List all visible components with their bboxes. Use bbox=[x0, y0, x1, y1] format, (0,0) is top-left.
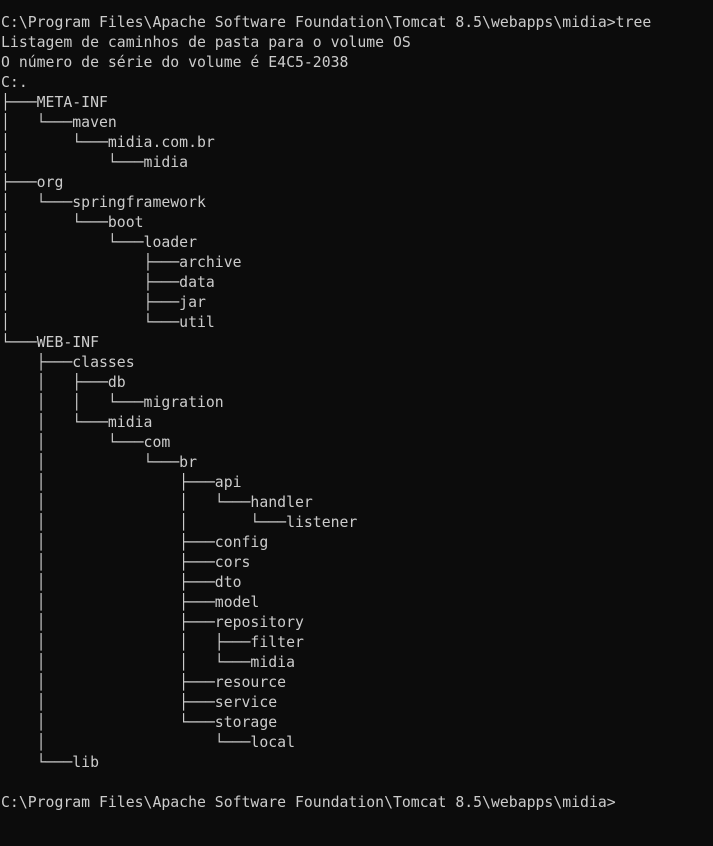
console-line bbox=[1, 773, 713, 793]
console-line: │ │ └───migration bbox=[1, 394, 224, 411]
console-line: │ ├───api bbox=[1, 474, 242, 491]
console-line: ├───META-INF bbox=[1, 94, 108, 111]
command-prompt: C:\Program Files\Apache Software Foundat… bbox=[1, 794, 616, 811]
console-line: │ │ └───listener bbox=[1, 514, 358, 531]
console-line: │ ├───data bbox=[1, 274, 215, 291]
console-line: └───WEB-INF bbox=[1, 334, 99, 351]
console-line: │ └───loader bbox=[1, 234, 197, 251]
console-line: └───lib bbox=[1, 754, 99, 771]
console-line: │ └───util bbox=[1, 314, 215, 331]
console-line: │ └───boot bbox=[1, 214, 144, 231]
console-line: │ ├───db bbox=[1, 374, 126, 391]
console-output[interactable]: C:\Program Files\Apache Software Foundat… bbox=[0, 0, 713, 813]
console-line: ├───classes bbox=[1, 354, 135, 371]
console-line: │ └───springframework bbox=[1, 194, 206, 211]
console-line: │ └───local bbox=[1, 734, 295, 751]
console-line: │ ├───jar bbox=[1, 294, 206, 311]
console-line: │ │ ├───filter bbox=[1, 634, 304, 651]
console-line: │ ├───dto bbox=[1, 574, 242, 591]
console-line: C:. bbox=[1, 74, 28, 91]
console-line: │ │ └───midia bbox=[1, 654, 295, 671]
console-line: │ ├───config bbox=[1, 534, 269, 551]
console-line: │ │ └───handler bbox=[1, 494, 313, 511]
console-line: │ └───midia bbox=[1, 154, 189, 171]
console-line: │ ├───resource bbox=[1, 674, 287, 691]
console-line: │ └───midia bbox=[1, 414, 153, 431]
console-line: │ ├───model bbox=[1, 594, 260, 611]
console-line: Listagem de caminhos de pasta para o vol… bbox=[1, 34, 411, 51]
console-line: │ └───storage bbox=[1, 714, 278, 731]
console-line: │ ├───archive bbox=[1, 254, 242, 271]
console-line: O número de série do volume é E4C5-2038 bbox=[1, 54, 349, 71]
console-line: │ └───com bbox=[1, 434, 171, 451]
console-line: │ └───midia.com.br bbox=[1, 134, 215, 151]
console-line: C:\Program Files\Apache Software Foundat… bbox=[1, 14, 652, 31]
console-line: │ ├───repository bbox=[1, 614, 304, 631]
console-line: ├───org bbox=[1, 174, 64, 191]
console-line: │ └───maven bbox=[1, 114, 117, 131]
console-line: │ └───br bbox=[1, 454, 197, 471]
console-line: │ ├───cors bbox=[1, 554, 251, 571]
console-line: │ ├───service bbox=[1, 694, 278, 711]
